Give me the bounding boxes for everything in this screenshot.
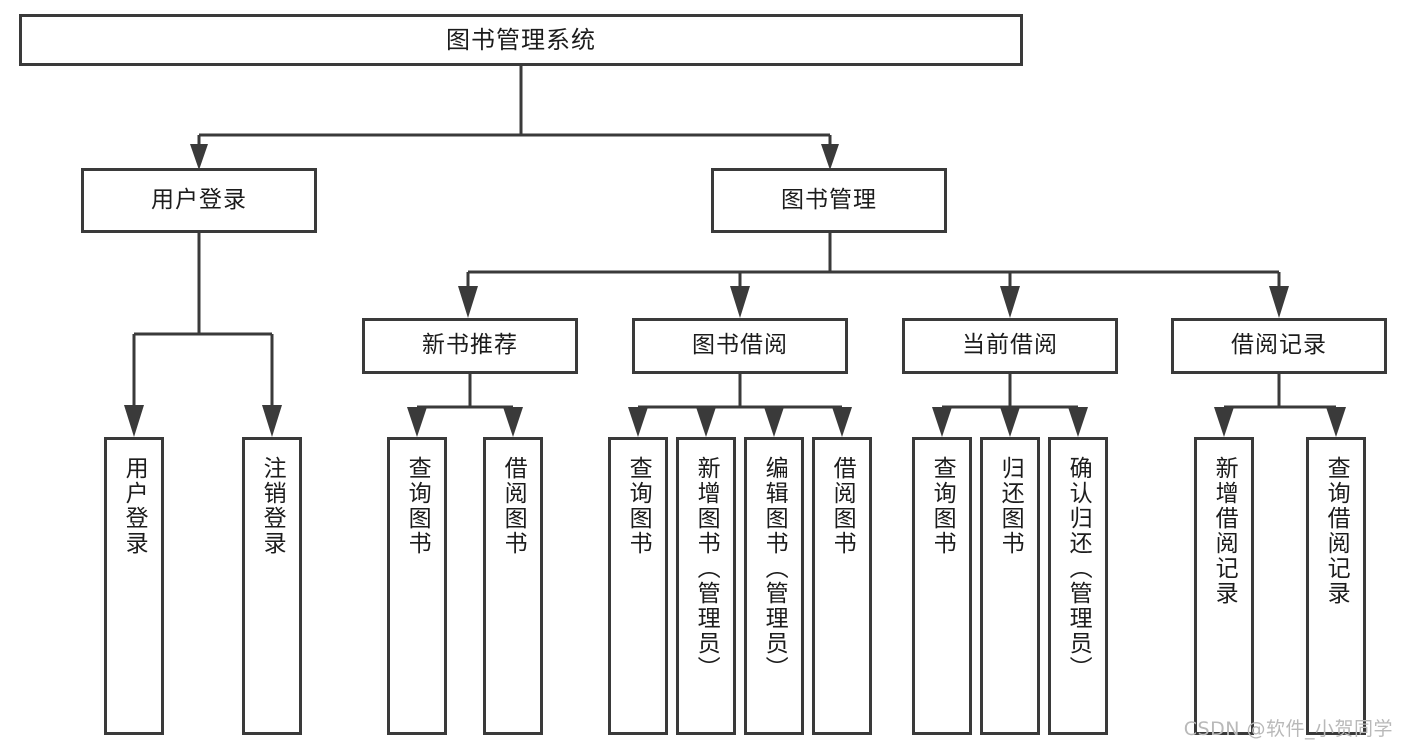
- leaf-label: 借阅图书: [829, 456, 856, 556]
- node-current-borrow[interactable]: 当前借阅: [902, 318, 1118, 374]
- node-user-login[interactable]: 用户登录: [81, 168, 317, 233]
- leaf-label: 借阅图书: [500, 456, 527, 556]
- node-label: 图书借阅: [692, 332, 788, 359]
- leaf-query-book-new[interactable]: 查询图书: [387, 437, 447, 735]
- node-book-management[interactable]: 图书管理: [711, 168, 947, 233]
- leaf-label: 确认归还（管理员）: [1065, 456, 1092, 681]
- node-label: 图书管理: [781, 186, 877, 213]
- arrowhead-root-to-login: [190, 144, 208, 170]
- arrowhead-login-to-leaf2: [262, 405, 282, 437]
- leaf-label: 编辑图书（管理员）: [761, 456, 788, 681]
- arrowhead-borrow-to-l2: [696, 407, 716, 437]
- node-book-borrow[interactable]: 图书借阅: [632, 318, 848, 374]
- leaf-user-login[interactable]: 用户登录: [104, 437, 164, 735]
- leaf-label: 查询图书: [929, 456, 956, 556]
- leaf-add-book-admin[interactable]: 新增图书（管理员）: [676, 437, 736, 735]
- leaf-label: 新增借阅记录: [1211, 456, 1238, 606]
- arrowhead-new-to-l2: [503, 407, 523, 437]
- arrowhead-bookmgmt-to-record: [1269, 286, 1289, 318]
- leaf-label: 新增图书（管理员）: [693, 456, 720, 681]
- node-label: 当前借阅: [962, 332, 1058, 359]
- arrowhead-borrow-to-l1: [628, 407, 648, 437]
- arrowhead-borrow-to-l3: [764, 407, 784, 437]
- arrowhead-borrow-to-l4: [832, 407, 852, 437]
- leaf-query-borrow-record[interactable]: 查询借阅记录: [1306, 437, 1366, 735]
- node-borrow-record[interactable]: 借阅记录: [1171, 318, 1387, 374]
- arrowhead-current-to-l1: [932, 407, 952, 437]
- leaf-label: 注销登录: [259, 456, 286, 556]
- node-label: 用户登录: [151, 186, 247, 213]
- node-label: 借阅记录: [1231, 332, 1327, 359]
- arrowhead-record-to-l1: [1214, 407, 1234, 437]
- leaf-borrow-book[interactable]: 借阅图书: [812, 437, 872, 735]
- leaf-add-borrow-record[interactable]: 新增借阅记录: [1194, 437, 1254, 735]
- arrowhead-login-to-leaf1: [124, 405, 144, 437]
- leaf-borrow-book-new[interactable]: 借阅图书: [483, 437, 543, 735]
- arrowhead-bookmgmt-to-new: [458, 286, 478, 318]
- leaf-label: 归还图书: [997, 456, 1024, 556]
- leaf-query-book-borrow[interactable]: 查询图书: [608, 437, 668, 735]
- leaf-label: 查询图书: [625, 456, 652, 556]
- leaf-edit-book-admin[interactable]: 编辑图书（管理员）: [744, 437, 804, 735]
- leaf-confirm-return-admin[interactable]: 确认归还（管理员）: [1048, 437, 1108, 735]
- arrowhead-bookmgmt-to-borrow: [730, 286, 750, 318]
- node-label: 图书管理系统: [446, 25, 596, 54]
- arrowhead-record-to-l2: [1326, 407, 1346, 437]
- arrowhead-current-to-l2: [1000, 407, 1020, 437]
- node-label: 新书推荐: [422, 332, 518, 359]
- node-new-book-recommend[interactable]: 新书推荐: [362, 318, 578, 374]
- arrowhead-current-to-l3: [1068, 407, 1088, 437]
- arrowhead-bookmgmt-to-current: [1000, 286, 1020, 318]
- watermark-text: CSDN @软件_小贺同学: [1183, 718, 1393, 740]
- leaf-label: 用户登录: [121, 456, 148, 556]
- leaf-label: 查询图书: [404, 456, 431, 556]
- arrowhead-root-to-bookmgmt: [821, 144, 839, 170]
- leaf-return-book[interactable]: 归还图书: [980, 437, 1040, 735]
- leaf-label: 查询借阅记录: [1323, 456, 1350, 606]
- leaf-logout[interactable]: 注销登录: [242, 437, 302, 735]
- node-root-library-system[interactable]: 图书管理系统: [19, 14, 1023, 66]
- arrowhead-new-to-l1: [407, 407, 427, 437]
- leaf-query-book-current[interactable]: 查询图书: [912, 437, 972, 735]
